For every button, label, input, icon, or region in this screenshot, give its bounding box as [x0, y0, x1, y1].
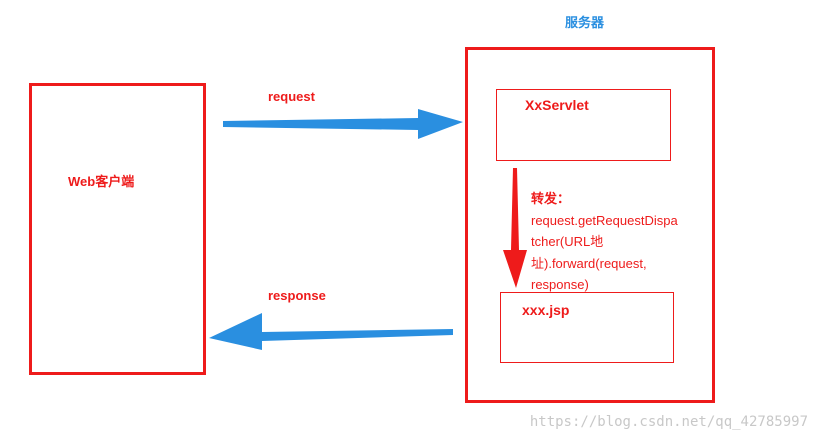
forward-note-line: request.getRequestDispa — [531, 212, 678, 228]
response-label: response — [268, 288, 326, 303]
forward-note-title: 转发： — [531, 191, 571, 206]
forward-note-line: tcher(URL地 — [531, 234, 604, 249]
response-arrow — [209, 313, 453, 350]
response-arrow-shape — [209, 313, 453, 350]
request-label: request — [268, 89, 315, 104]
forward-arrow — [503, 168, 527, 288]
web-client-box — [29, 83, 206, 375]
server-box — [465, 47, 715, 403]
jsp-box — [500, 292, 674, 363]
servlet-box — [496, 89, 671, 161]
servlet-label: XxServlet — [525, 97, 589, 113]
forward-note-line: response) — [531, 277, 589, 292]
forward-note-line: 址).forward(request, — [531, 255, 647, 271]
watermark: https://blog.csdn.net/qq_42785997 — [529, 414, 808, 430]
server-title: 服务器 — [565, 15, 605, 30]
jsp-label: xxx.jsp — [522, 302, 570, 318]
request-arrow-shape — [223, 109, 463, 139]
web-client-label: Web客户端 — [68, 174, 135, 189]
request-arrow — [223, 109, 463, 139]
forward-arrow-shape — [503, 168, 527, 288]
forward-note: 转发： request.getRequestDispa tcher(URL地 址… — [531, 188, 701, 296]
